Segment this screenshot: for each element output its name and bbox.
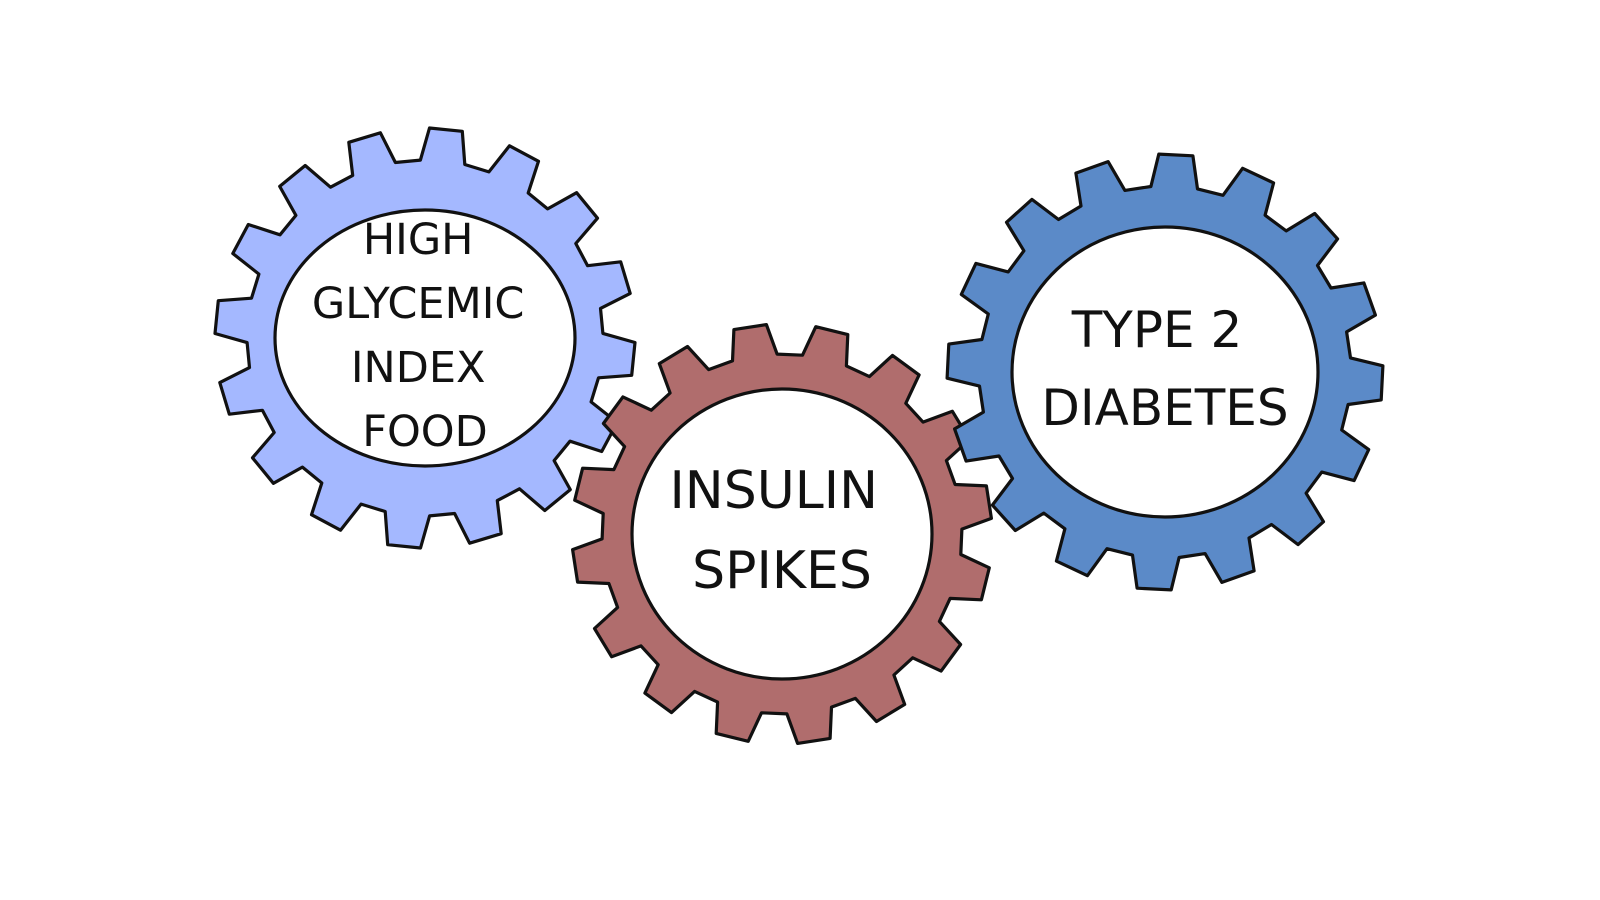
gear-3-label: TYPE 2 DIABETES [1041,301,1288,437]
gear-high-glycemic-index-food: HIGH GLYCEMIC INDEX FOOD [213,126,637,550]
gear-3-line-1: TYPE 2 [1071,301,1243,359]
gear-1-line-3: INDEX [351,343,486,393]
gear-1-line-2: GLYCEMIC [312,279,524,329]
gear-1-line-1: HIGH [363,215,474,265]
gear-2-center [630,387,934,681]
gear-insulin-spikes: INSULIN SPIKES [571,323,993,745]
gear-type-2-diabetes: TYPE 2 DIABETES [945,152,1385,592]
gear-3-line-2: DIABETES [1041,379,1288,437]
gear-1-line-4: FOOD [362,407,488,457]
gear-2-line-1: INSULIN [669,461,878,521]
gear-1-center [273,208,577,468]
gear-2-label: INSULIN SPIKES [669,461,894,601]
gear-2-line-2: SPIKES [692,541,872,601]
gear-1-label: HIGH GLYCEMIC INDEX FOOD [312,215,538,457]
gear-3-center [1010,225,1320,519]
